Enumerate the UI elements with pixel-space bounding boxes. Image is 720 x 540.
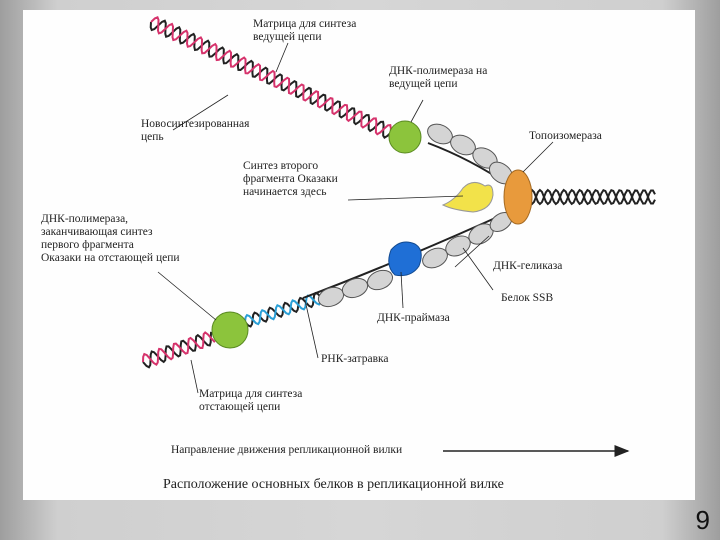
rna-primer-helix-strand-a [244,291,325,328]
label-pol-lagging: ДНК-полимераза, заканчивающая синтез пер… [41,213,180,264]
lagging-helix-strand-b [142,331,216,366]
parental-dna-strand-b [527,188,656,206]
label-leader-lines [157,42,554,394]
polymerase-lagging [211,311,249,349]
leading-helix-strand-a [149,19,393,139]
ssb-proteins-lower [317,211,513,308]
label-topoisomerase: Топоизомераза [529,130,602,142]
replication-fork-diagram [142,15,656,457]
primase-protein [388,241,422,277]
label-okazaki-start: Синтез второго фрагмента Оказаки начинае… [243,160,338,198]
label-new-strand: Новосинтезированная цепь [141,118,250,143]
label-pol-leading: ДНК-полимераза на ведущей цепи [389,65,488,90]
label-ssb: Белок SSB [501,292,554,304]
label-helicase: ДНК-геликаза [493,260,563,272]
label-lagging-template: Матрица для синтеза отстающей цепи [199,388,303,413]
topoisomerase-protein [503,169,533,225]
page-number: 9 [695,505,710,535]
helicase-protein [441,182,494,213]
figure-caption: Расположение основных белков в репликаци… [163,477,504,492]
label-direction: Направление движения репликационной вилк… [171,444,403,456]
slide: Матрица для синтеза ведущей цепи Новосин… [23,10,695,500]
label-rna-primer: РНК-затравка [321,353,389,365]
leading-helix-strand-b [150,15,392,136]
dna-strands [142,15,656,369]
lagging-helix-strand-a [142,331,213,369]
label-primase: ДНК-праймаза [377,312,450,324]
polymerase-leading [388,120,422,154]
label-leading-template: Матрица для синтеза ведущей цепи [253,18,357,43]
ssb-proteins-upper [427,123,514,185]
